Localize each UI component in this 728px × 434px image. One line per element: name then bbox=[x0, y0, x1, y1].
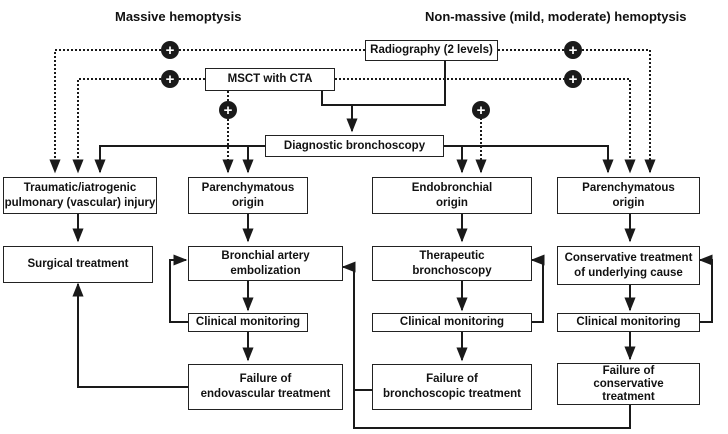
therapeutic-bronchoscopy-box: Therapeutic bronchoscopy bbox=[372, 246, 532, 281]
svg-text:+: + bbox=[224, 102, 233, 119]
surgical-treatment-box: Surgical treatment bbox=[3, 246, 153, 283]
traumatic-injury-box: Traumatic/iatrogenic pulmonary (vascular… bbox=[3, 177, 157, 214]
plus-badges: + + + + + + bbox=[161, 41, 582, 119]
parenchymatous-origin-nonmassive-box: Parenchymatous origin bbox=[557, 177, 700, 214]
svg-text:+: + bbox=[166, 71, 175, 88]
failure-conservative-box: Failure of conservative treatment bbox=[557, 363, 700, 405]
plus-badge-icon: + bbox=[219, 101, 237, 119]
plus-badge-icon: + bbox=[564, 70, 582, 88]
plus-badge-icon: + bbox=[161, 41, 179, 59]
bronchial-artery-embolization-box: Bronchial artery embolization bbox=[188, 246, 343, 281]
header-massive-hemoptysis: Massive hemoptysis bbox=[115, 9, 242, 24]
svg-text:+: + bbox=[569, 71, 578, 88]
clinical-monitoring-3-box: Clinical monitoring bbox=[557, 313, 700, 332]
msct-cta-box: MSCT with CTA bbox=[205, 68, 335, 91]
radiography-dotted-links bbox=[49, 49, 656, 174]
plus-badge-icon: + bbox=[161, 70, 179, 88]
svg-text:+: + bbox=[166, 42, 175, 59]
msct-dotted-links bbox=[72, 78, 636, 174]
diagnostic-bronchoscopy-box: Diagnostic bronchoscopy bbox=[265, 135, 444, 157]
parenchymatous-origin-massive-box: Parenchymatous origin bbox=[188, 177, 308, 214]
svg-text:+: + bbox=[477, 102, 486, 119]
clinical-monitoring-1-box: Clinical monitoring bbox=[188, 313, 308, 332]
clinical-monitoring-2-box: Clinical monitoring bbox=[372, 313, 532, 332]
failure-endovascular-box: Failure of endovascular treatment bbox=[188, 364, 343, 410]
solid-links bbox=[72, 61, 713, 429]
radiography-box: Radiography (2 levels) bbox=[365, 40, 498, 61]
svg-text:+: + bbox=[569, 42, 578, 59]
failure-bronchoscopic-box: Failure of bronchoscopic treatment bbox=[372, 364, 532, 410]
plus-badge-icon: + bbox=[564, 41, 582, 59]
header-non-massive-hemoptysis: Non-massive (mild, moderate) hemoptysis bbox=[425, 9, 687, 24]
endobronchial-origin-box: Endobronchial origin bbox=[372, 177, 532, 214]
plus-badge-icon: + bbox=[472, 101, 490, 119]
conservative-treatment-box: Conservative treatment of underlying cau… bbox=[557, 246, 700, 285]
